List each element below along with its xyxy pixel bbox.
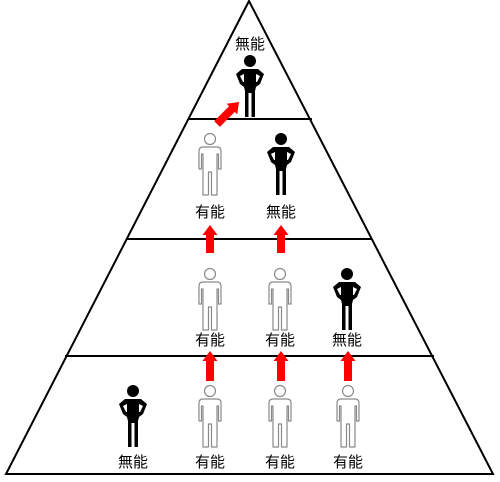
label-l1-p0: 有能 [195,203,225,221]
label-l2-p0: 有能 [195,331,225,349]
person-icon-l2-p0 [198,267,222,331]
label-l1-p1: 無能 [266,203,296,221]
person-icon-l3-p3 [336,384,360,448]
label-l2-p2: 無能 [332,331,362,349]
label-l3-p2: 有能 [265,453,295,471]
person-icon-l3-p0 [119,385,147,447]
promotion-arrow-l1-p1 [273,225,289,253]
promotion-arrow-l1-p0 [202,225,218,253]
promotion-arrow-l2-p1 [273,351,289,381]
promotion-arrow-l2-p2 [340,351,356,381]
label-l0-p0: 無能 [235,35,265,53]
person-icon-l1-p1 [267,133,295,195]
person-icon-l1-p0 [198,132,222,196]
person-icon-l0-p0 [236,55,264,117]
label-l2-p1: 有能 [265,331,295,349]
promotion-arrow-l2-p0 [202,351,218,381]
promotion-arrow-l0 [214,102,239,127]
person-icon-l2-p2 [333,268,361,330]
label-l3-p0: 無能 [118,453,148,471]
label-l3-p3: 有能 [333,453,363,471]
person-icon-l3-p2 [268,384,292,448]
pyramid-outline [4,0,495,475]
person-icon-l3-p1 [198,384,222,448]
person-icon-l2-p1 [268,267,292,331]
label-l3-p1: 有能 [195,453,225,471]
